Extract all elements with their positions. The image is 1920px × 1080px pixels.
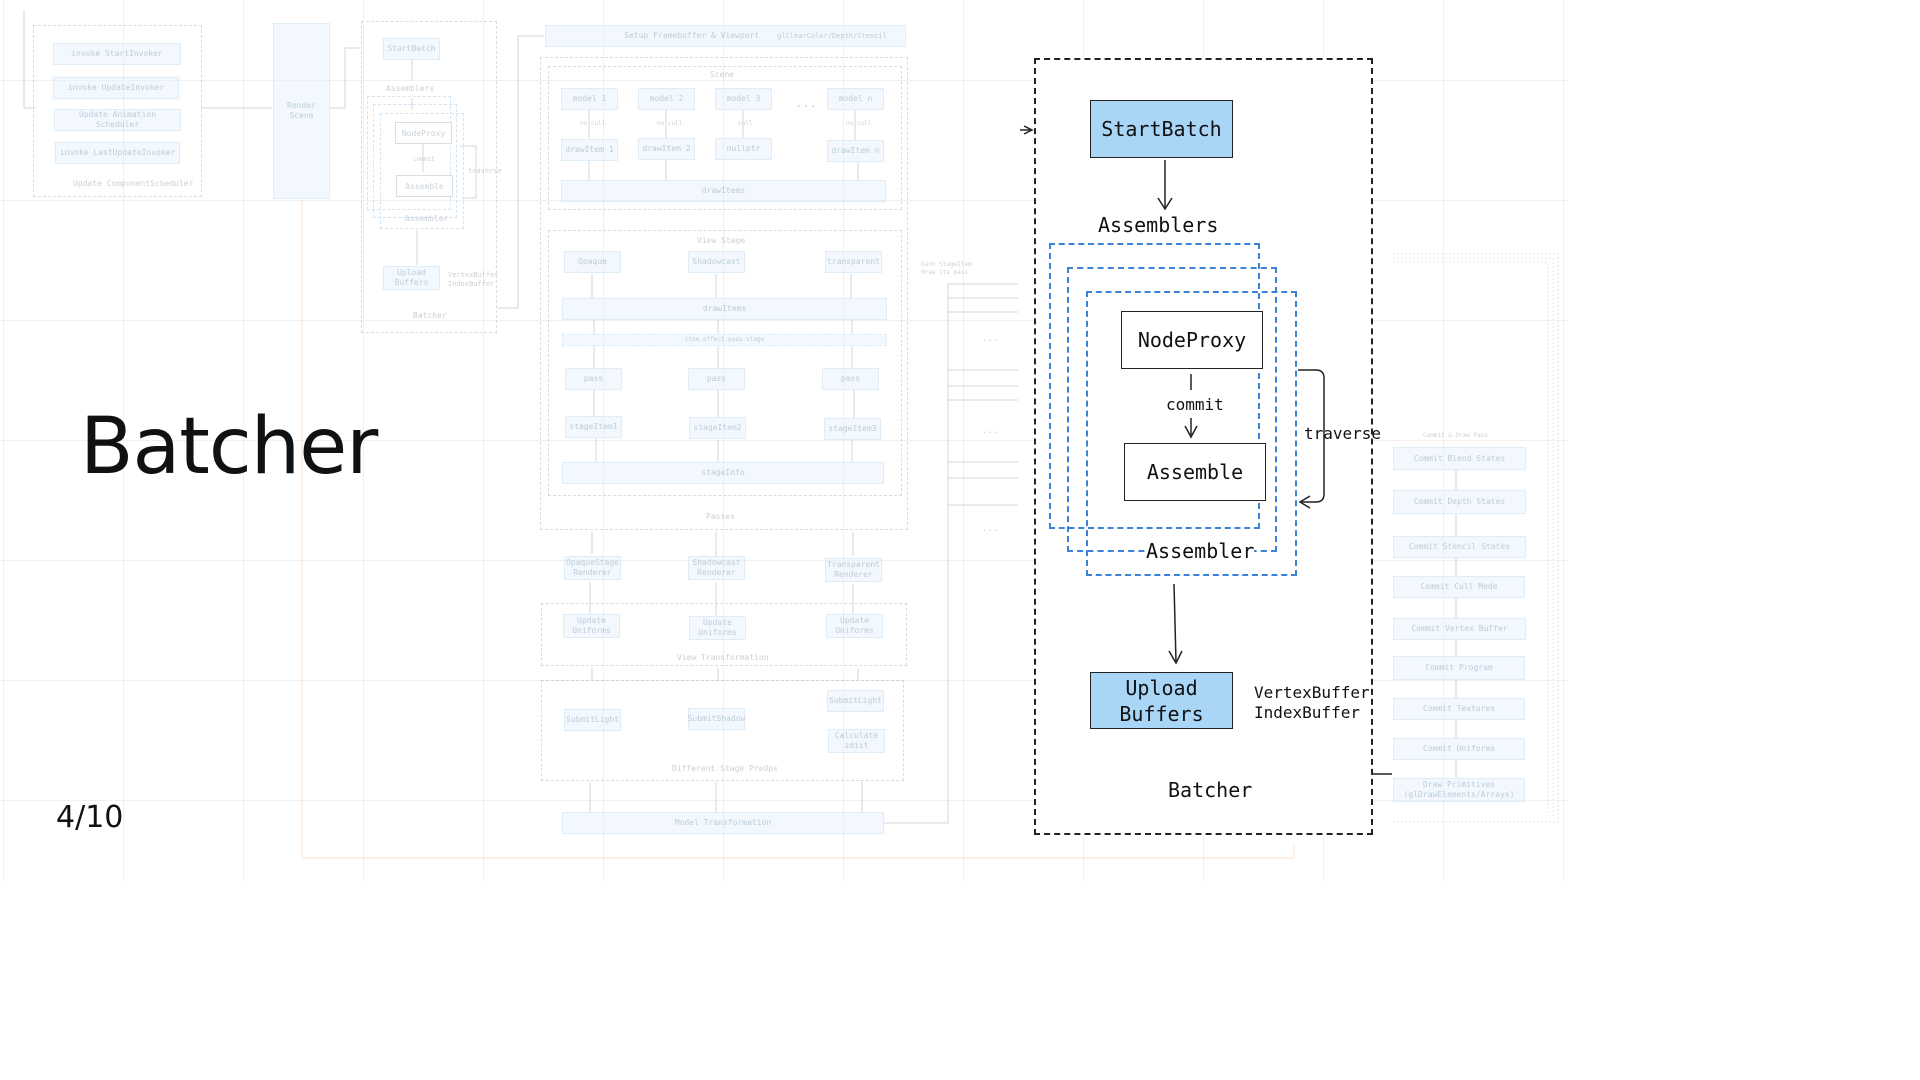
assembler-dash-box-3	[1086, 291, 1297, 576]
upload-line-2: Buffers	[1119, 701, 1204, 726]
assembler-label: Assembler	[1146, 539, 1255, 563]
page-number: 4/10	[56, 800, 124, 835]
assemble-box: Assemble	[1124, 443, 1266, 501]
vertex-buffer-label: VertexBuffer	[1254, 683, 1370, 702]
slide-title: Batcher	[80, 402, 378, 492]
upload-buffers-box: Upload Buffers	[1090, 672, 1233, 729]
traverse-label: traverse	[1304, 424, 1382, 443]
assemblers-label: Assemblers	[1098, 213, 1219, 237]
index-buffer-label: IndexBuffer	[1254, 703, 1360, 722]
upload-line-1: Upload	[1125, 675, 1198, 700]
assembler-dash-box-1	[1049, 243, 1260, 529]
node-proxy-box: NodeProxy	[1121, 311, 1263, 369]
batcher-label: Batcher	[1168, 778, 1253, 802]
start-batch-box: StartBatch	[1090, 100, 1233, 158]
commit-label: commit	[1166, 395, 1224, 414]
